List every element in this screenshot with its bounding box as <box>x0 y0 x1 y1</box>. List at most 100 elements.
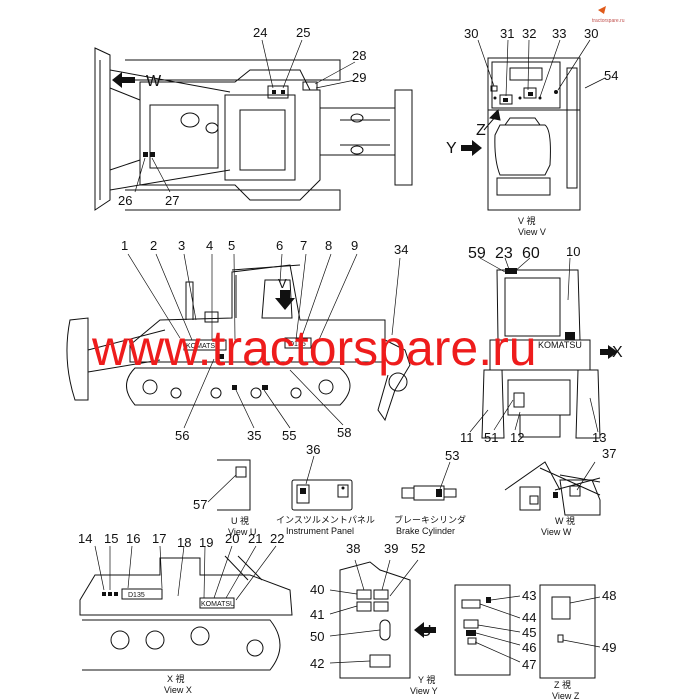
callout-40: 40 <box>310 582 324 597</box>
view-y-caption-en: View Y <box>410 686 438 696</box>
view-w-drawing: 37 W 視 View W <box>504 446 616 537</box>
callout-43: 43 <box>522 588 536 603</box>
view-v-drawing: 30 31 32 33 30 54 Y Z V 視 View V <box>446 26 618 237</box>
view-x-decal-d135: D135 <box>128 592 145 599</box>
callout-49: 49 <box>602 640 616 655</box>
callout-30b: 30 <box>584 26 598 41</box>
callout-55: 55 <box>282 428 296 443</box>
callout-38: 38 <box>346 541 360 556</box>
arrow-y-label: Y <box>446 140 457 157</box>
view-u-panel-drawing: 43 44 45 46 47 U <box>414 584 536 676</box>
callout-60: 60 <box>522 245 540 262</box>
callout-54: 54 <box>604 68 618 83</box>
arrow-w-icon <box>112 72 135 88</box>
view-y-drawing: 38 39 52 40 41 50 42 Y 視 View Y <box>310 541 438 696</box>
callout-20: 20 <box>225 531 239 546</box>
brand-logo-text: tractorspare.ru <box>592 18 625 24</box>
callout-33: 33 <box>552 26 566 41</box>
callout-32: 32 <box>522 26 536 41</box>
brake-cylinder-caption-jp: ブレーキシリンダ <box>394 514 466 525</box>
callout-28: 28 <box>352 48 366 63</box>
callout-34: 34 <box>394 242 408 257</box>
view-x-caption-en: View X <box>164 685 192 695</box>
view-x-decal-komatsu: KOMATSU <box>201 601 235 608</box>
callout-24: 24 <box>253 25 267 40</box>
callout-29: 29 <box>352 70 366 85</box>
callout-30a: 30 <box>464 26 478 41</box>
view-v-caption-en: View V <box>518 227 546 237</box>
view-z-drawing: 48 49 Z 視 View Z <box>539 584 616 700</box>
callout-46: 46 <box>522 640 536 655</box>
callout-50: 50 <box>310 629 324 644</box>
callout-51: 51 <box>484 430 498 445</box>
side-decal-komatsu: KOMATSU <box>186 343 220 350</box>
callout-2: 2 <box>150 238 157 253</box>
callout-48: 48 <box>602 588 616 603</box>
instrument-panel-caption-en: Instrument Panel <box>286 526 354 536</box>
callout-4: 4 <box>206 238 213 253</box>
instrument-panel-drawing: 36 インスツルメントパネル Instrument Panel <box>276 442 375 536</box>
view-x-drawing: D135 KOMATSU 14 15 16 17 18 19 20 21 22 … <box>78 531 293 695</box>
arrow-v-icon <box>275 290 295 310</box>
arrow-x-label: X <box>612 344 623 361</box>
callout-36: 36 <box>306 442 320 457</box>
callout-53: 53 <box>445 448 459 463</box>
arrow-x-icon <box>600 345 618 359</box>
callout-9: 9 <box>351 238 358 253</box>
callout-21: 21 <box>248 531 262 546</box>
callout-26: 26 <box>118 193 132 208</box>
view-u-caption-jp: U 視 <box>231 515 249 526</box>
callout-16: 16 <box>126 531 140 546</box>
view-u-small-drawing: 57 U 視 View U <box>193 459 256 537</box>
callout-5: 5 <box>228 238 235 253</box>
callout-11: 11 <box>460 430 474 445</box>
callout-10: 10 <box>566 244 580 259</box>
callout-52: 52 <box>411 541 425 556</box>
callout-56: 56 <box>175 428 189 443</box>
callout-57: 57 <box>193 497 207 512</box>
view-z-caption-en: View Z <box>552 691 580 700</box>
callout-27: 27 <box>165 193 179 208</box>
side-decal-d135: D135 <box>289 341 306 348</box>
brand-logo: tractorspare.ru <box>592 6 625 24</box>
front-view-drawing: KOMATSU X 59 23 60 10 11 51 12 13 <box>460 244 623 445</box>
callout-45: 45 <box>522 625 536 640</box>
callout-22: 22 <box>270 531 284 546</box>
view-w-caption-jp: W 視 <box>555 515 575 526</box>
callout-37: 37 <box>602 446 616 461</box>
view-letter-v: V <box>278 276 287 291</box>
view-letter-w: W <box>146 73 162 90</box>
view-u-caption-en: View U <box>228 527 256 537</box>
arrow-z-label: Z <box>476 122 486 139</box>
callout-35: 35 <box>247 428 261 443</box>
front-decal-komatsu: KOMATSU <box>538 340 582 350</box>
callout-12: 12 <box>510 430 524 445</box>
brake-cylinder-caption-en: Brake Cylinder <box>396 526 455 536</box>
callout-39: 39 <box>384 541 398 556</box>
arrow-u-icon <box>414 622 436 638</box>
callout-8: 8 <box>325 238 332 253</box>
callout-59: 59 <box>468 245 486 262</box>
arrow-y-icon <box>461 140 482 156</box>
callout-31: 31 <box>500 26 514 41</box>
callout-7: 7 <box>300 238 307 253</box>
view-x-caption-jp: X 視 <box>167 673 185 684</box>
view-w-caption-en: View W <box>541 527 572 537</box>
watermark-text: www.tractorspare.ru <box>91 320 537 376</box>
top-view-drawing: W 24 25 28 29 26 27 <box>94 25 413 211</box>
instrument-panel-caption-jp: インスツルメントパネル <box>276 515 375 525</box>
callout-25: 25 <box>296 25 310 40</box>
callout-18: 18 <box>177 535 191 550</box>
callout-14: 14 <box>78 531 92 546</box>
callout-6: 6 <box>276 238 283 253</box>
view-v-caption-jp: V 視 <box>518 215 536 226</box>
side-view-drawing: KOMATSU D135 V 1 2 3 4 5 6 7 8 9 34 56 3… <box>66 238 411 443</box>
view-z-caption-jp: Z 視 <box>554 679 571 690</box>
callout-47: 47 <box>522 657 536 672</box>
callout-1: 1 <box>121 238 128 253</box>
arrow-u-label: U <box>420 623 432 640</box>
callout-13: 13 <box>592 430 606 445</box>
callout-19: 19 <box>199 535 213 550</box>
callout-42: 42 <box>310 656 324 671</box>
callout-15: 15 <box>104 531 118 546</box>
